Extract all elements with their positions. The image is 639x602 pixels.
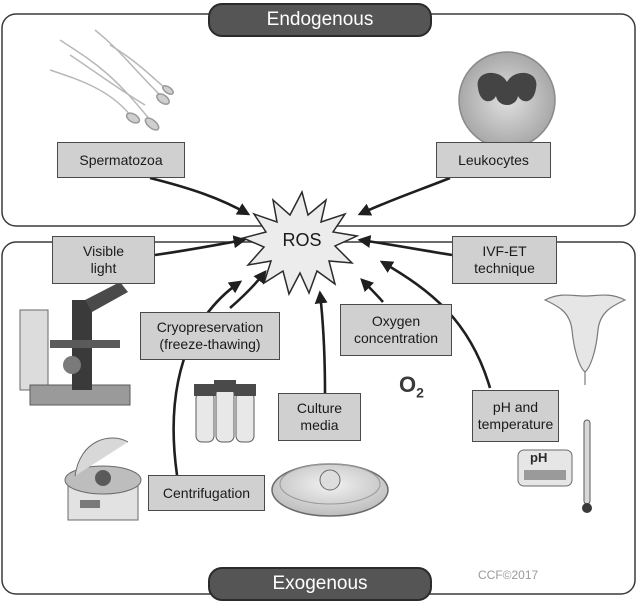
culture-media-line-2: media [300, 417, 339, 433]
thermometer-illustration [582, 419, 592, 513]
oxygen-line-1: Oxygen [371, 313, 421, 329]
arrow-cryopreservation [229, 269, 267, 309]
spermatozoa-illustration [49, 29, 174, 131]
spermatozoa-label: Spermatozoa [79, 151, 163, 168]
leukocyte-illustration [458, 51, 556, 149]
petri-dish-illustration [271, 463, 389, 517]
arrow-culture-media [314, 290, 328, 394]
arrow-ivf-et [357, 235, 453, 257]
oxygen-symbol: O2 [399, 372, 424, 400]
ivf-et-line-1: IVF-ET [482, 243, 527, 259]
oxygen-box: Oxygen concentration [340, 304, 452, 356]
cryopreservation-box: Cryopreservation (freeze-thawing) [140, 312, 280, 360]
ros-starburst [240, 189, 360, 297]
centrifuge-illustration [64, 437, 142, 521]
copyright-credit: CCF©2017 [478, 568, 539, 582]
arrow-spermatozoa [149, 176, 251, 216]
uterus-illustration [543, 294, 627, 385]
centrifugation-box: Centrifugation [148, 475, 265, 511]
ivf-et-box: IVF-ET technique [452, 236, 557, 284]
leukocytes-box: Leukocytes [436, 142, 551, 178]
arrow-oxygen [360, 278, 384, 303]
ph-meter-illustration [517, 449, 573, 487]
leukocytes-label: Leukocytes [458, 151, 529, 168]
arrow-visible-light [154, 235, 247, 257]
centrifugation-label: Centrifugation [162, 484, 251, 501]
culture-media-line-1: Culture [296, 400, 343, 416]
microscope-illustration [19, 282, 131, 406]
ph-temperature-box: pH and temperature [472, 390, 559, 442]
ivf-et-line-2: technique [474, 260, 535, 276]
cryopreservation-line-1: Cryopreservation [156, 319, 264, 335]
arrow-leukocytes [357, 176, 451, 216]
exogenous-banner: Exogenous [208, 567, 432, 601]
ph-temperature-line-1: pH and [492, 399, 539, 415]
ph-temperature-line-2: temperature [477, 416, 554, 432]
ros-label: ROS [282, 230, 322, 250]
spermatozoa-box: Spermatozoa [57, 142, 185, 178]
arrow-centrifugation [172, 280, 243, 476]
ph-meter-label: pH [530, 450, 548, 465]
vials-illustration [194, 380, 256, 443]
oxygen-symbol-subscript: 2 [416, 384, 424, 401]
cryopreservation-line-2: (freeze-thawing) [159, 336, 261, 352]
visible-light-box: Visible light [52, 236, 155, 284]
endogenous-banner: Endogenous [208, 3, 432, 37]
culture-media-box: Culture media [278, 393, 361, 441]
oxygen-line-2: concentration [353, 330, 439, 346]
oxygen-symbol-base: O [399, 372, 417, 397]
visible-light-line-1: Visible [83, 243, 124, 259]
visible-light-line-2: light [90, 260, 117, 276]
